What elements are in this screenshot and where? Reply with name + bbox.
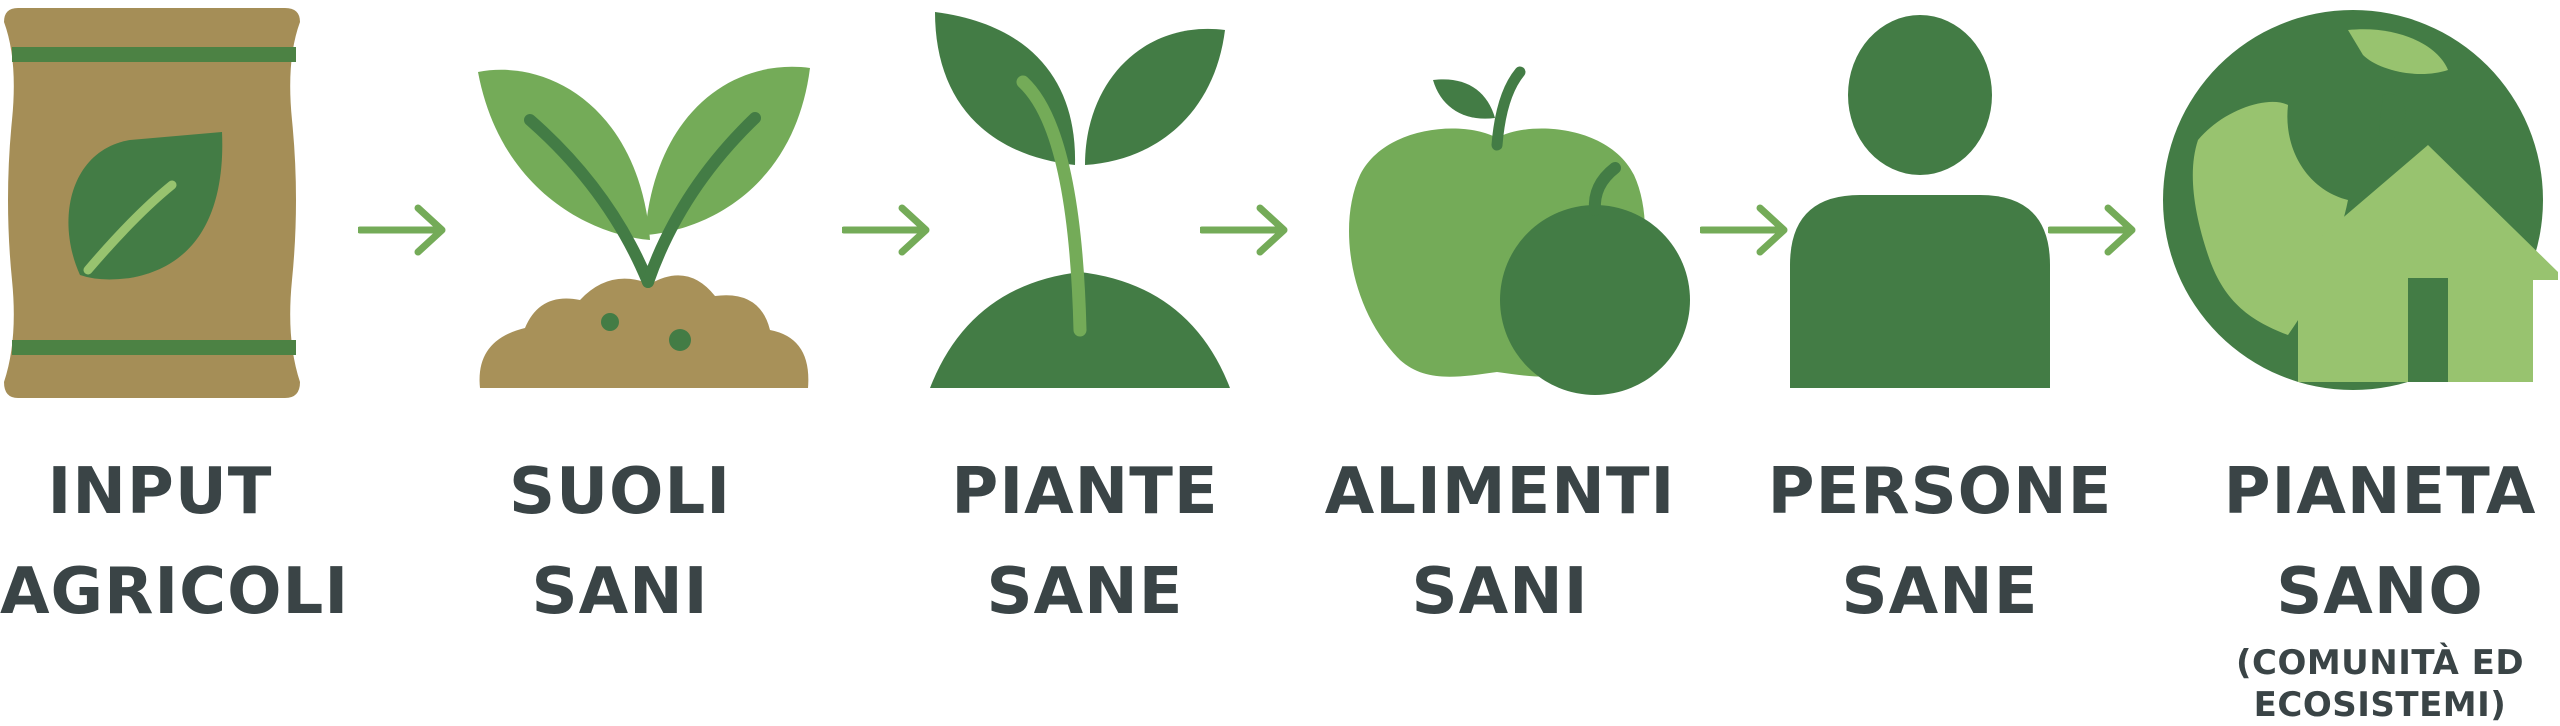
apples-icon <box>1349 66 1690 395</box>
step-label-line-2: SANI <box>531 555 709 629</box>
step-label-piante-sane: PIANTE SANE <box>925 442 1245 642</box>
arrow-right-icon <box>842 204 930 256</box>
step-label-alimenti-sani: ALIMENTI SANI <box>1310 442 1690 642</box>
step-label-input-agricoli: INPUT AGRICOLI <box>0 442 350 642</box>
step-label-line-2: SANI <box>1411 555 1589 629</box>
step-label-line-1: INPUT <box>47 455 273 529</box>
step-label-line-2: AGRICOLI <box>0 555 350 629</box>
arrow-right-icon <box>1700 204 1788 256</box>
arrow-right-icon <box>1200 204 1288 256</box>
step-label-line-2: SANE <box>986 555 1184 629</box>
fertilizer-bag-icon <box>4 8 300 398</box>
step-label-line-2: SANE <box>1841 555 2039 629</box>
sprout-in-soil-icon <box>478 66 810 388</box>
arrow-right-icon <box>2048 204 2136 256</box>
arrow-right-icon <box>358 204 446 256</box>
step-label-line-1: PERSONE <box>1767 455 2113 529</box>
planet-house-icon <box>2163 10 2558 390</box>
step-label-line-2: SANO <box>2276 555 2484 629</box>
step-label-line-1: ALIMENTI <box>1324 455 1676 529</box>
growing-plant-icon <box>930 12 1230 388</box>
step-note-line-2: ECOSISTEMI) <box>2253 685 2507 725</box>
step-label-persone-sane: PERSONE SANE <box>1755 442 2125 642</box>
person-icon <box>1790 15 2050 388</box>
step-label-line-1: SUOLI <box>508 455 732 529</box>
step-label-pianeta-sano: PIANETA SANO (COMUNITÀ ED ECOSISTEMI) <box>2200 442 2560 726</box>
step-note-line-1: (COMUNITÀ ED <box>2235 643 2525 683</box>
step-label-suoli-sani: SUOLI SANI <box>475 442 765 642</box>
step-label-line-1: PIANTE <box>951 455 1219 529</box>
step-label-line-1: PIANETA <box>2223 455 2537 529</box>
